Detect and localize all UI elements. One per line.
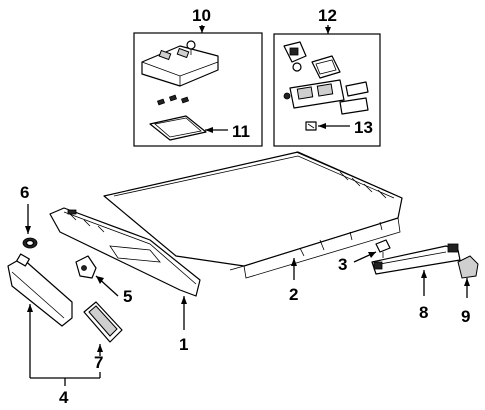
dome-lamp-lens <box>149 115 207 141</box>
assist-grip-handle <box>371 243 461 275</box>
visor-bracket <box>75 255 97 279</box>
sun-visor <box>7 253 73 327</box>
callout-7: 7 <box>94 353 103 372</box>
inset-box-dome-lamp <box>133 32 263 147</box>
grip-end-cover <box>457 255 479 279</box>
callout-12: 12 <box>318 6 337 25</box>
callout-1: 1 <box>179 335 188 354</box>
leader-arrowheads <box>25 26 470 352</box>
callout-10: 10 <box>192 6 211 25</box>
map-lamp-housing <box>283 79 369 115</box>
dome-lamp-assembly <box>141 40 219 87</box>
visor-vanity-lamp <box>83 301 123 343</box>
inset-box-map-lamp <box>273 33 381 147</box>
callout-2: 2 <box>289 285 298 304</box>
visor-holder-clip <box>22 237 38 249</box>
map-lamp-switch-parts <box>283 41 341 79</box>
retainer-clip <box>375 239 391 258</box>
callout-11: 11 <box>232 122 250 141</box>
dome-lamp-bulbs <box>156 94 190 106</box>
callout-3: 3 <box>338 255 347 274</box>
map-lamp-bulb <box>305 121 317 131</box>
callout-13: 13 <box>354 118 373 137</box>
callout-8: 8 <box>419 303 428 322</box>
callout-5: 5 <box>123 287 132 306</box>
callout-9: 9 <box>461 307 470 326</box>
callout-4: 4 <box>59 388 69 407</box>
callout-6: 6 <box>20 183 29 202</box>
roof-headliner <box>103 151 403 279</box>
front-header-panel <box>49 207 201 297</box>
